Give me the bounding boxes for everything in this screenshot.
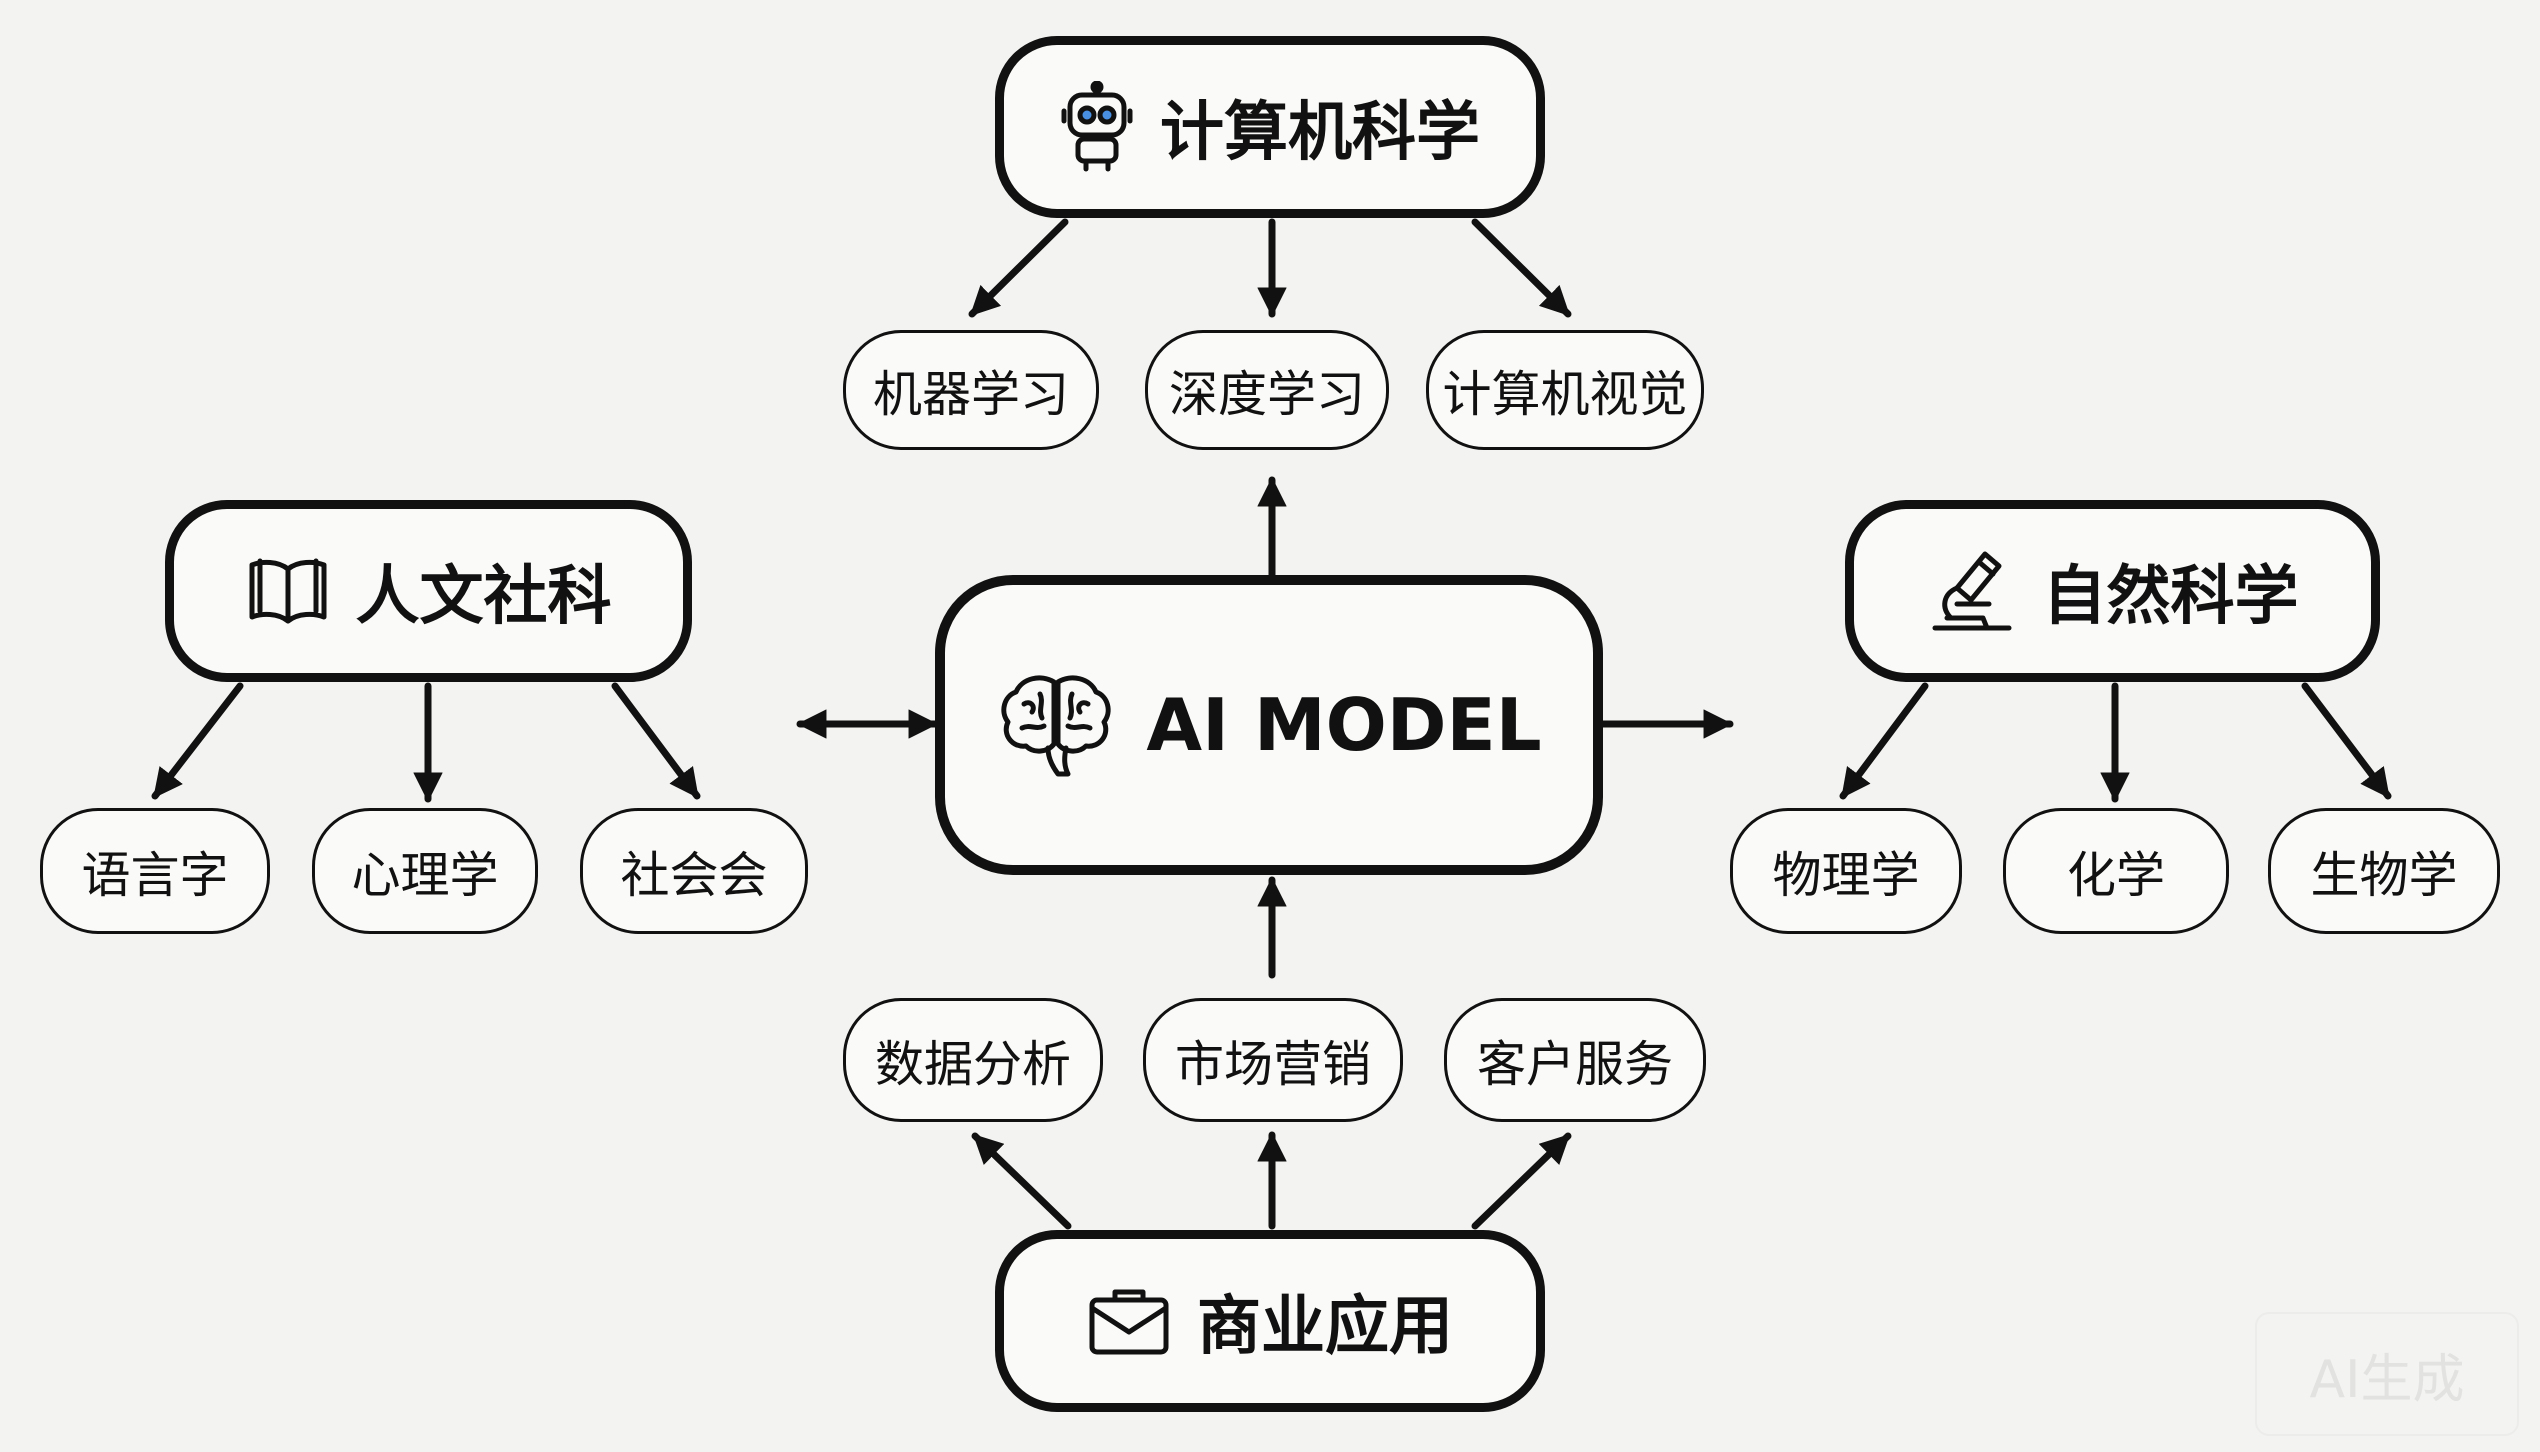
- sociology-label: 社会会: [620, 846, 768, 904]
- computer-science-label: 计算机科学: [1160, 96, 1480, 170]
- robot-icon: [1060, 81, 1134, 173]
- natural-science-node[interactable]: 自然科学: [1845, 500, 2380, 682]
- marketing-label: 市场营销: [1174, 1035, 1371, 1093]
- data-analysis-label: 数据分析: [874, 1035, 1071, 1093]
- arrow-ns-to-phys: [1839, 682, 1929, 800]
- briefcase-icon: [1087, 1284, 1171, 1358]
- deep-learning-label: 深度学习: [1168, 365, 1365, 423]
- customer-service-label: 客户服务: [1476, 1035, 1673, 1093]
- customer-service-node[interactable]: 客户服务: [1444, 998, 1706, 1122]
- psychology-label: 心理学: [351, 846, 499, 904]
- arrow-biz-to-data: [971, 1132, 1072, 1230]
- chemistry-label: 化学: [2066, 846, 2165, 904]
- machine-learning-node[interactable]: 机器学习: [843, 330, 1099, 450]
- data-analysis-node[interactable]: 数据分析: [843, 998, 1103, 1122]
- arrow-cs-to-cv: [1471, 218, 1572, 318]
- machine-learning-label: 机器学习: [872, 365, 1069, 423]
- linguistics-node[interactable]: 语言字: [40, 808, 270, 934]
- physics-label: 物理学: [1772, 846, 1920, 904]
- arrow-ns-to-bio: [2301, 682, 2392, 800]
- business-node[interactable]: 商业应用: [995, 1230, 1545, 1412]
- open-book-icon: [246, 555, 330, 627]
- humanities-label: 人文社科: [355, 560, 612, 634]
- arrow-hum-to-soc: [611, 682, 701, 800]
- humanities-node[interactable]: 人文社科: [165, 500, 692, 682]
- sociology-node[interactable]: 社会会: [580, 808, 808, 934]
- computer-vision-label: 计算机视觉: [1442, 365, 1688, 423]
- ai-model-node[interactable]: AI MODEL: [935, 575, 1603, 875]
- computer-vision-node[interactable]: 计算机视觉: [1426, 330, 1704, 450]
- arrow-hum-to-lang: [151, 682, 244, 800]
- physics-node[interactable]: 物理学: [1730, 808, 1962, 934]
- deep-learning-node[interactable]: 深度学习: [1145, 330, 1389, 450]
- chemistry-node[interactable]: 化学: [2003, 808, 2229, 934]
- microscope-icon: [1927, 548, 2017, 634]
- marketing-node[interactable]: 市场营销: [1143, 998, 1403, 1122]
- biology-node[interactable]: 生物学: [2268, 808, 2500, 934]
- watermark: AI生成: [2255, 1312, 2519, 1436]
- brain-icon: [996, 670, 1116, 780]
- natural-science-label: 自然科学: [2042, 560, 2299, 634]
- biology-label: 生物学: [2310, 846, 2458, 904]
- computer-science-node[interactable]: 计算机科学: [995, 36, 1545, 218]
- linguistics-label: 语言字: [81, 846, 229, 904]
- business-label: 商业应用: [1197, 1290, 1453, 1364]
- arrow-cs-to-ml: [968, 218, 1069, 318]
- ai-model-label: AI MODEL: [1146, 683, 1542, 767]
- psychology-node[interactable]: 心理学: [312, 808, 538, 934]
- arrow-biz-to-service: [1471, 1132, 1572, 1230]
